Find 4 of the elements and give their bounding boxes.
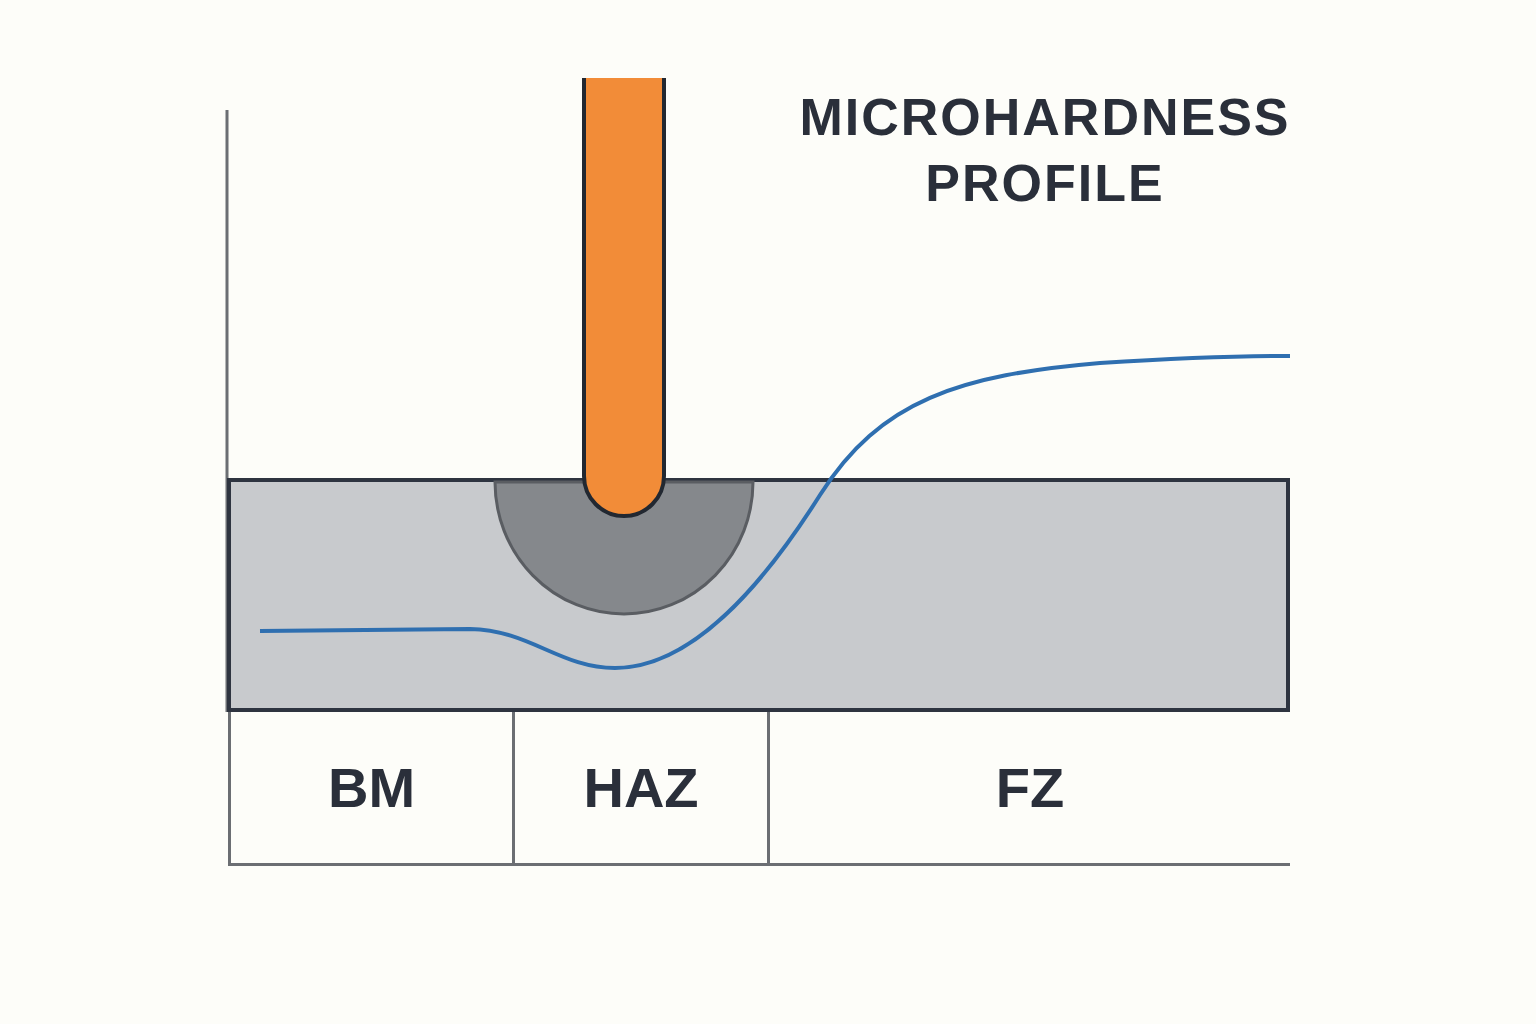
diagram-title: MICROHARDNESS PROFILE xyxy=(798,87,1292,214)
zone-cell: HAZ xyxy=(515,712,770,866)
zone-cell: FZ xyxy=(770,712,1290,866)
zone-cell: BM xyxy=(228,712,515,866)
